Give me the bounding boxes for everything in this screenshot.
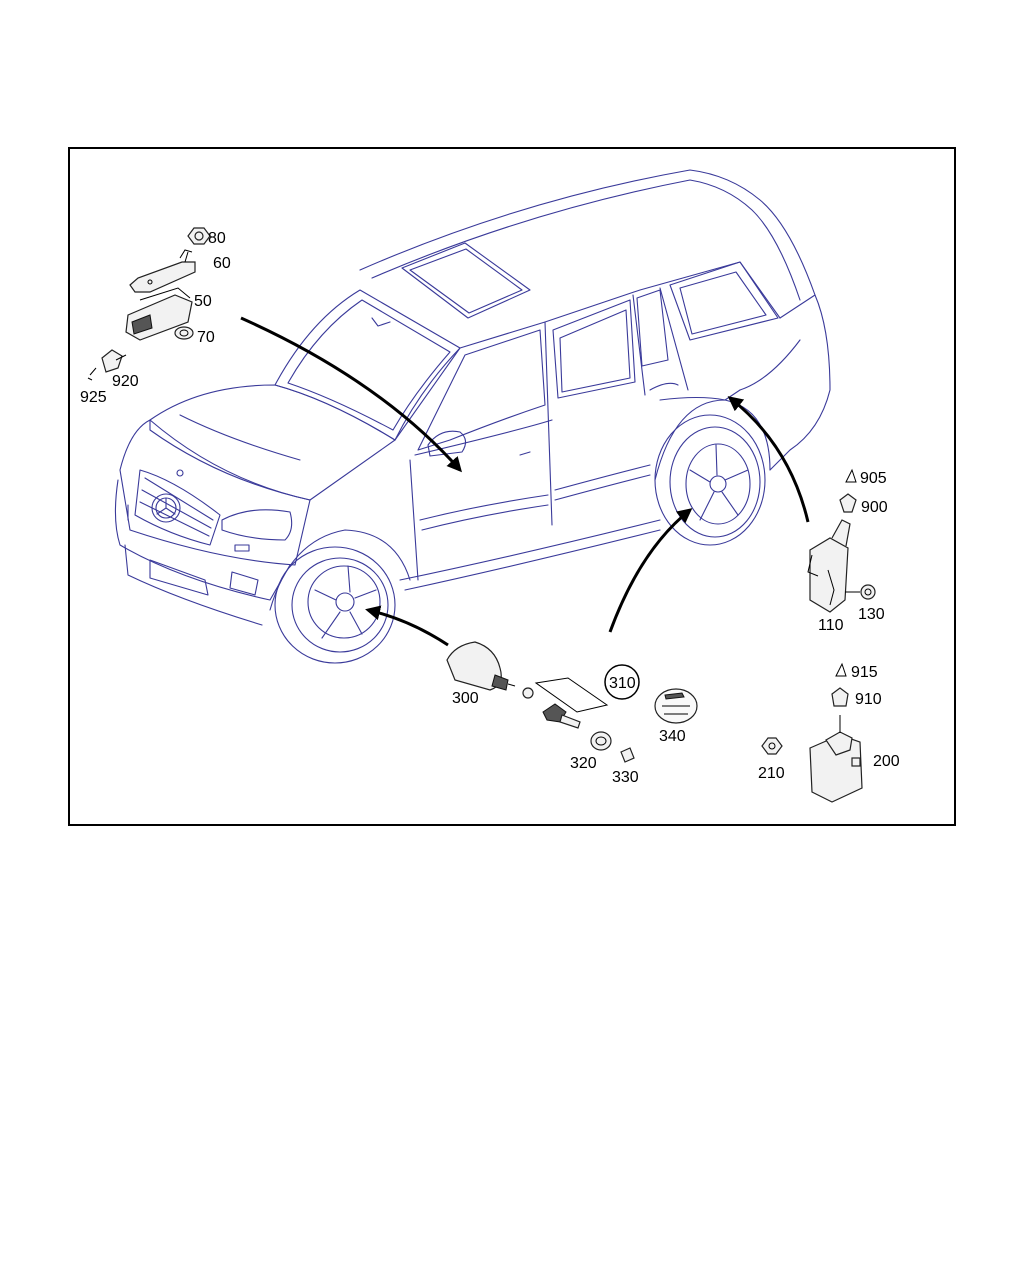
part-50-control-unit [125,287,193,341]
part-210-nut [761,737,783,755]
part-330-valve-insert [620,747,635,763]
callout-130: 130 [858,606,885,623]
callout-200: 200 [873,753,900,770]
callout-300: 300 [452,690,479,707]
arrow-to-rear-wheel [608,508,693,633]
arrow-to-front-wheel [365,605,449,647]
part-905-pin [845,468,857,483]
diagram-frame [68,147,956,826]
callout-110: 110 [818,617,844,634]
callout-910: 910 [855,691,882,708]
callout-310: 310 [609,675,636,692]
part-80-nut [187,227,211,245]
callout-925: 925 [80,389,107,406]
callout-330: 330 [612,769,639,786]
part-340-label-sticker [654,688,698,724]
part-910-connector [831,687,849,707]
callout-50: 50 [194,293,212,310]
part-900-connector [839,493,857,513]
part-300-tire-pressure-sensor [446,641,516,691]
callout-320: 320 [570,755,597,772]
part-200-control-unit [809,715,863,803]
arrow-to-front-door [240,316,462,473]
part-110-sensor [807,519,851,613]
callout-920: 920 [112,373,139,390]
part-130-nut [845,584,876,600]
callout-70: 70 [197,329,215,346]
part-925-pin [87,367,97,381]
callout-340: 340 [659,728,686,745]
callout-210: 210 [758,765,785,782]
part-320-valve-cap [590,731,612,751]
callout-905: 905 [860,470,887,487]
vehicle-illustration [114,169,831,664]
arrow-to-rear-body [727,396,810,523]
part-70-grommet [174,326,194,340]
callout-60: 60 [213,255,231,272]
callout-900: 900 [861,499,888,516]
part-920-connector [101,349,127,373]
callout-80: 80 [208,230,226,247]
part-915-pin [835,662,847,677]
callout-915: 915 [851,664,878,681]
part-60-bracket [129,249,196,293]
part-310-valve-kit [522,664,640,729]
